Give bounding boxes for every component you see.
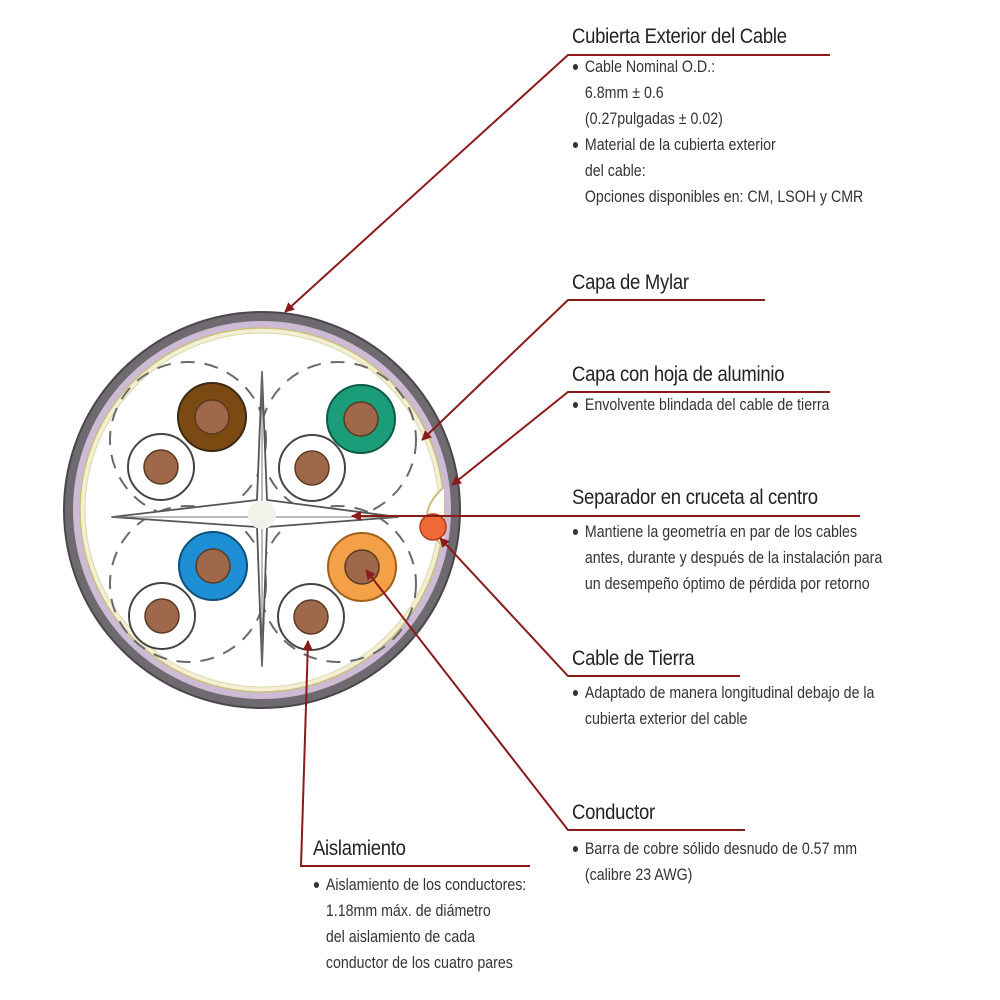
callout-bullets: Aislamiento de los conductores: 1.18mm m… [313, 872, 561, 976]
callout-title: Separador en cruceta al centro [572, 486, 818, 509]
bullet-item: Mantiene la geometría en par de los cabl… [572, 519, 882, 597]
cable-cross-section [63, 311, 461, 709]
leader-tierra [439, 537, 740, 677]
callout-separador: Separador en cruceta al centro Mantiene … [572, 485, 933, 597]
callout-bullets: Mantiene la geometría en par de los cabl… [572, 519, 933, 597]
copper-conductor [194, 399, 230, 435]
bullet-item: Material de la cubierta exterior del cab… [572, 132, 863, 210]
leader-lines [284, 54, 860, 867]
leader-conductor [365, 569, 745, 831]
callout-title: Cable de Tierra [572, 647, 695, 670]
leader-aislamiento [299, 640, 530, 867]
leader-mylar [421, 299, 765, 441]
callout-bullets: Cable Nominal O.D.: 6.8mm ± 0.6 (0.27pul… [572, 54, 911, 210]
pair-boundary [109, 505, 267, 663]
callout-bullets: Barra de cobre sólido desnudo de 0.57 mm… [572, 836, 903, 888]
callout-cable-tierra: Cable de Tierra Adaptado de manera longi… [572, 646, 924, 732]
callout-conductor: Conductor Barra de cobre sólido desnudo … [572, 800, 903, 888]
callout-title: Conductor [572, 801, 655, 824]
callout-title: Cubierta Exterior del Cable [572, 25, 787, 48]
callout-title: Aislamiento [313, 837, 406, 860]
copper-conductor [294, 450, 330, 486]
copper-conductor [343, 401, 379, 437]
callout-capa-aluminio: Capa con hoja de aluminio Envolvente bli… [572, 362, 871, 418]
copper-conductor [293, 599, 329, 635]
callout-bullets: Adaptado de manera longitudinal debajo d… [572, 680, 924, 732]
pair-blue [128, 531, 248, 650]
leader-cubierta [284, 54, 830, 313]
bullet-item: Aislamiento de los conductores: 1.18mm m… [313, 872, 526, 976]
drain-wire [419, 513, 447, 541]
callout-aislamiento: Aislamiento Aislamiento de los conductor… [313, 836, 561, 976]
callout-cubierta-exterior: Cubierta Exterior del Cable Cable Nomina… [572, 24, 911, 210]
bullet-item: Barra de cobre sólido desnudo de 0.57 mm… [572, 836, 857, 888]
callout-title: Capa de Mylar [572, 271, 689, 294]
bullet-item: Envolvente blindada del cable de tierra [572, 392, 829, 418]
bullet-item: Adaptado de manera longitudinal debajo d… [572, 680, 874, 732]
callout-title: Capa con hoja de aluminio [572, 363, 785, 386]
pair-brown [127, 382, 247, 501]
copper-conductor [195, 548, 231, 584]
leader-aluminio [451, 391, 830, 486]
bullet-item: Cable Nominal O.D.: 6.8mm ± 0.6 (0.27pul… [572, 54, 863, 132]
pair-green [278, 384, 396, 502]
callout-bullets: Envolvente blindada del cable de tierra [572, 392, 871, 418]
callout-capa-mylar: Capa de Mylar [572, 270, 705, 296]
copper-conductor [143, 449, 179, 485]
copper-conductor [144, 598, 180, 634]
cross-separator-hub [248, 501, 276, 529]
